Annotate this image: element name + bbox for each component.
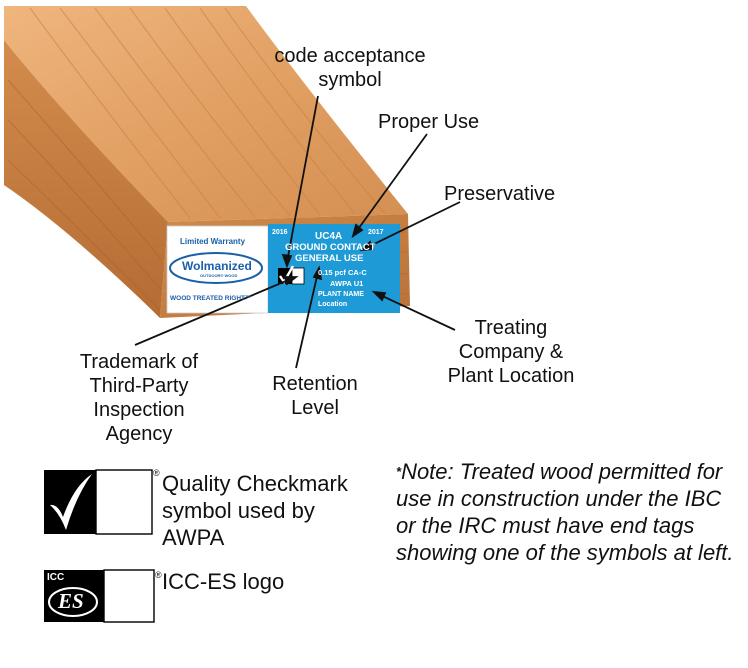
callout-treating: Treating Company & Plant Location [447, 317, 575, 387]
legend-icc-label: ICC-ES logo [162, 569, 285, 594]
tag-location: Location [318, 301, 348, 308]
icc-es-text: ES [58, 589, 84, 613]
board-grain-lines [29, 7, 386, 219]
icc-small-text: ICC [47, 572, 65, 583]
tag-year-right: 2017 [368, 229, 384, 236]
tag-brand-text: Wolmanized [182, 259, 252, 273]
tag-brand-sub-text: OUTDOOR® WOOD [200, 273, 238, 278]
callout-code-acceptance: code acceptance symbol [274, 45, 426, 91]
construction-note: *Note: Treated wood permitted for use in… [396, 458, 736, 566]
tag-use-line1: GROUND CONTACT [285, 242, 376, 253]
legend-icc-reg-mark: ® [155, 570, 162, 580]
legend-checkmark-label: Quality Checkmark symbol used by AWPA [162, 471, 348, 550]
tag-retention: 0.15 pcf CA-C [318, 268, 367, 277]
tag-year-left: 2016 [272, 229, 288, 236]
tag-standard: AWPA U1 [330, 279, 364, 288]
callout-preservative: Preservative [444, 183, 556, 205]
note-text: Note: Treated wood permitted for use in … [396, 459, 734, 565]
tag-warranty-text: Limited Warranty [180, 237, 246, 246]
board-side-face [4, 40, 168, 318]
icc-es-oval [48, 587, 98, 617]
tag-plant-name: PLANT NAME [318, 291, 364, 298]
tag-use-line2: GENERAL USE [295, 253, 364, 264]
tag-use-code: UC4A [315, 231, 343, 242]
callout-retention: Retention Level [272, 373, 358, 419]
tag-checkmark-box-white [291, 267, 305, 285]
tag-slogan-text: WOOD TREATED RIGHT™ [170, 295, 252, 302]
legend-checkmark-reg-mark: ® [153, 468, 160, 478]
wolmanized-oval [169, 252, 263, 284]
leader-lines [134, 95, 461, 369]
legend-checkmark-box-white [95, 469, 153, 535]
board-top-face [4, 6, 408, 222]
icc-logo-box-white [103, 569, 155, 623]
legend-checkmark-icon [50, 474, 92, 530]
callout-trademark: Trademark of Third-Party Inspection Agen… [79, 351, 199, 445]
note-asterisk: * [396, 464, 402, 479]
callout-proper-use: Proper Use [378, 111, 480, 133]
